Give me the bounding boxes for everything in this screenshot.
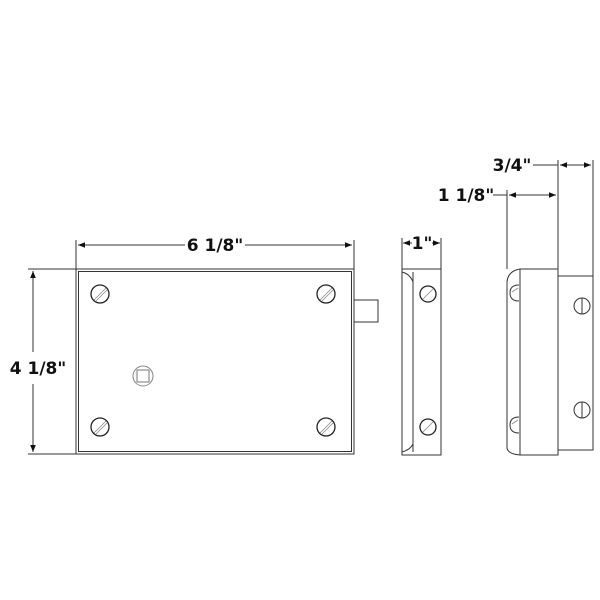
mounting-plate: [557, 275, 594, 451]
screw-icon: [419, 285, 437, 303]
bolt: [353, 299, 379, 323]
screw-icon: [90, 417, 110, 437]
side-depth-label: 1": [412, 234, 433, 254]
front-view: 6 1/8" 4 1/8": [10, 236, 379, 455]
screw-icon: [90, 284, 110, 304]
screw-icon: [419, 418, 437, 436]
screw-icon: [316, 417, 336, 437]
profile-view: 1 1/8" 3/4": [438, 156, 594, 456]
side-view: 1": [401, 234, 442, 456]
spindle-hole-icon: [132, 365, 154, 387]
screw-icon: [509, 416, 520, 434]
front-case-inner: [78, 271, 352, 452]
screw-icon: [316, 284, 336, 304]
front-height-label: 4 1/8": [10, 359, 66, 379]
screw-icon: [573, 297, 591, 315]
screw-icon: [573, 401, 591, 419]
case-depth-label: 1 1/8": [438, 186, 494, 206]
plate-depth-label: 3/4": [493, 156, 532, 176]
side-outline: [401, 268, 442, 456]
front-case-outline: [75, 268, 355, 455]
case-profile: [506, 268, 559, 456]
screw-icon: [509, 284, 520, 302]
front-width-label: 6 1/8": [187, 236, 243, 256]
